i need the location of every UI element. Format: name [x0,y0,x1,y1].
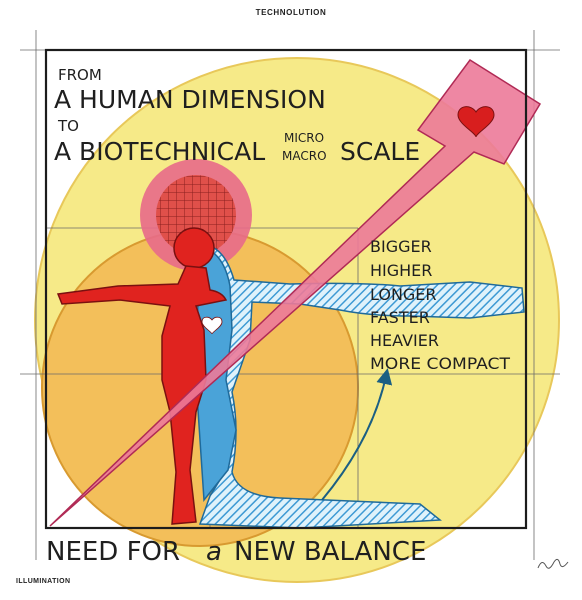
heart-icon [457,106,495,138]
heading-line4a: A BIOTECHNICAL [54,137,265,166]
frame [44,48,528,530]
figure-heart-icon [201,316,223,335]
heading-macro: MACRO [282,149,327,163]
attr-heavier: HEAVIER [370,331,439,350]
signature [537,558,569,569]
attr-longer: LONGER [370,285,437,304]
heading-line2: A HUMAN DIMENSION [54,85,326,114]
curved-arrow-icon [321,368,393,501]
attr-more-compact: MORE COMPACT [370,354,510,373]
halo-grid [156,175,236,255]
caption-part1: NEED FOR [46,537,180,567]
footer-label: ILLUMINATION [16,578,71,585]
heading-line4b: SCALE [340,137,420,166]
arrow-icon [49,58,542,527]
attr-faster: FASTER [370,308,430,327]
heading-micro: MICRO [284,131,324,145]
header-title: TECHNOLUTION [255,8,327,17]
attr-higher: HIGHER [370,261,432,280]
attr-bigger: BIGGER [370,237,432,256]
caption-part3: NEW BALANCE [234,537,426,567]
heading-line3: TO [57,117,79,135]
heading-line1: FROM [58,66,102,84]
caption-part2: a [206,537,222,567]
